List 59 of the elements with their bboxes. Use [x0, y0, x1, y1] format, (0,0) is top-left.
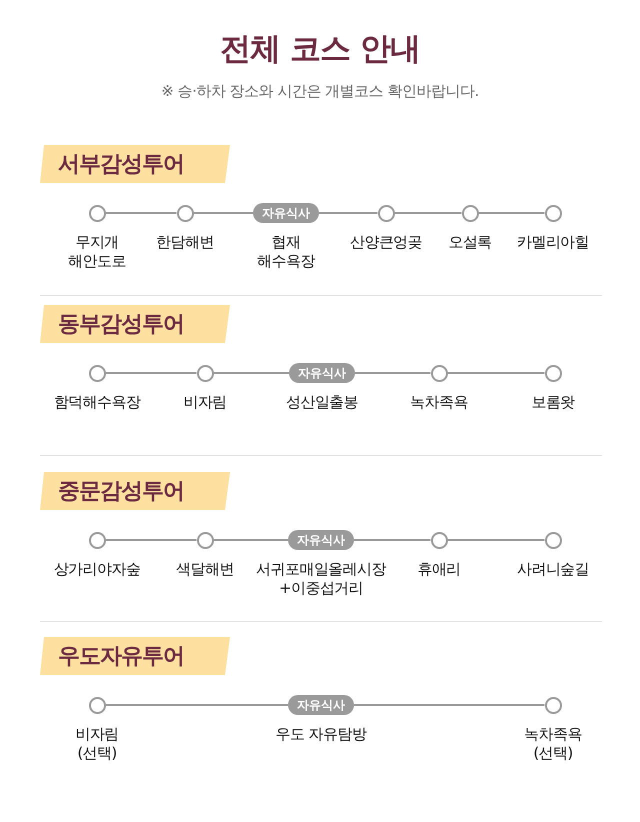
title: 전체 코스 안내 [219, 30, 421, 69]
stop-name: 우도 자유탐방 [274, 725, 368, 744]
note: ※ 승·하차 장소와 시간은 개별코스 확인바랍니다. [160, 82, 480, 101]
connector-line [214, 372, 289, 374]
stop-name: 녹차족욕 (선택) [523, 725, 583, 763]
tour-title-band: 중문감성투어 [40, 472, 230, 510]
stop-name: 한담해변 [155, 233, 215, 252]
stop-name: 산양큰엉곶 [348, 233, 423, 252]
connector-line [194, 212, 253, 214]
stop-name: 협재 해수욕장 [256, 233, 316, 271]
stop-name: 카멜리아힐 [516, 233, 590, 252]
stop-name: 보롬왓 [530, 393, 576, 412]
free-meal-badge: 자유식사 [253, 203, 319, 223]
free-meal-badge: 자유식사 [289, 363, 355, 383]
free-meal-badge: 자유식사 [288, 695, 354, 715]
stop-circle [196, 364, 214, 382]
stop-circle [378, 204, 394, 222]
connector-line [106, 539, 196, 541]
connector-line [448, 539, 544, 541]
connector-line [106, 704, 288, 706]
connector-line [106, 212, 176, 214]
stop-circle [88, 364, 106, 382]
stop-name: 비자림 [182, 393, 228, 412]
stop-circle [544, 204, 562, 222]
stop-name: 서귀포매일올레시장 +이중섭거리 [255, 560, 388, 598]
stop-name: 비자림 (선택) [74, 725, 120, 763]
connector-line [319, 212, 378, 214]
stop-circle [462, 204, 478, 222]
stop-name: 상가리야자숲 [52, 560, 142, 579]
tour-title-band: 서부감성투어 [40, 145, 230, 183]
stop-circle [430, 364, 448, 382]
stop-circle [544, 696, 562, 714]
stop-circle [88, 532, 106, 548]
stop-circle [88, 696, 106, 714]
free-meal-badge: 자유식사 [288, 530, 354, 550]
connector-line [106, 372, 196, 374]
connector-line [214, 539, 288, 541]
connector-line [478, 212, 544, 214]
connector-line [354, 539, 430, 541]
stop-name: 휴애리 [416, 560, 462, 579]
connector-line [448, 372, 544, 374]
stop-name: 무지개 해안도로 [67, 233, 127, 271]
connector-line [394, 212, 462, 214]
stop-name: 색달해변 [175, 560, 235, 579]
connector-line [355, 372, 430, 374]
stop-circle [196, 532, 214, 548]
tour-title-band: 동부감성투어 [40, 305, 230, 343]
stop-circle [176, 204, 194, 222]
stop-name: 녹차족욕 [409, 393, 469, 412]
stop-circle [430, 532, 448, 548]
stop-circle [88, 204, 106, 222]
stop-name: 함덕해수욕장 [52, 393, 142, 412]
stop-name: 성산일출봉 [284, 393, 359, 412]
connector-line [354, 704, 544, 706]
stop-circle [544, 364, 562, 382]
tour-title-band: 우도자유투어 [40, 637, 230, 675]
stop-name: 오설록 [447, 233, 493, 252]
stop-name: 사려니숲길 [516, 560, 590, 579]
stop-circle [544, 532, 562, 548]
